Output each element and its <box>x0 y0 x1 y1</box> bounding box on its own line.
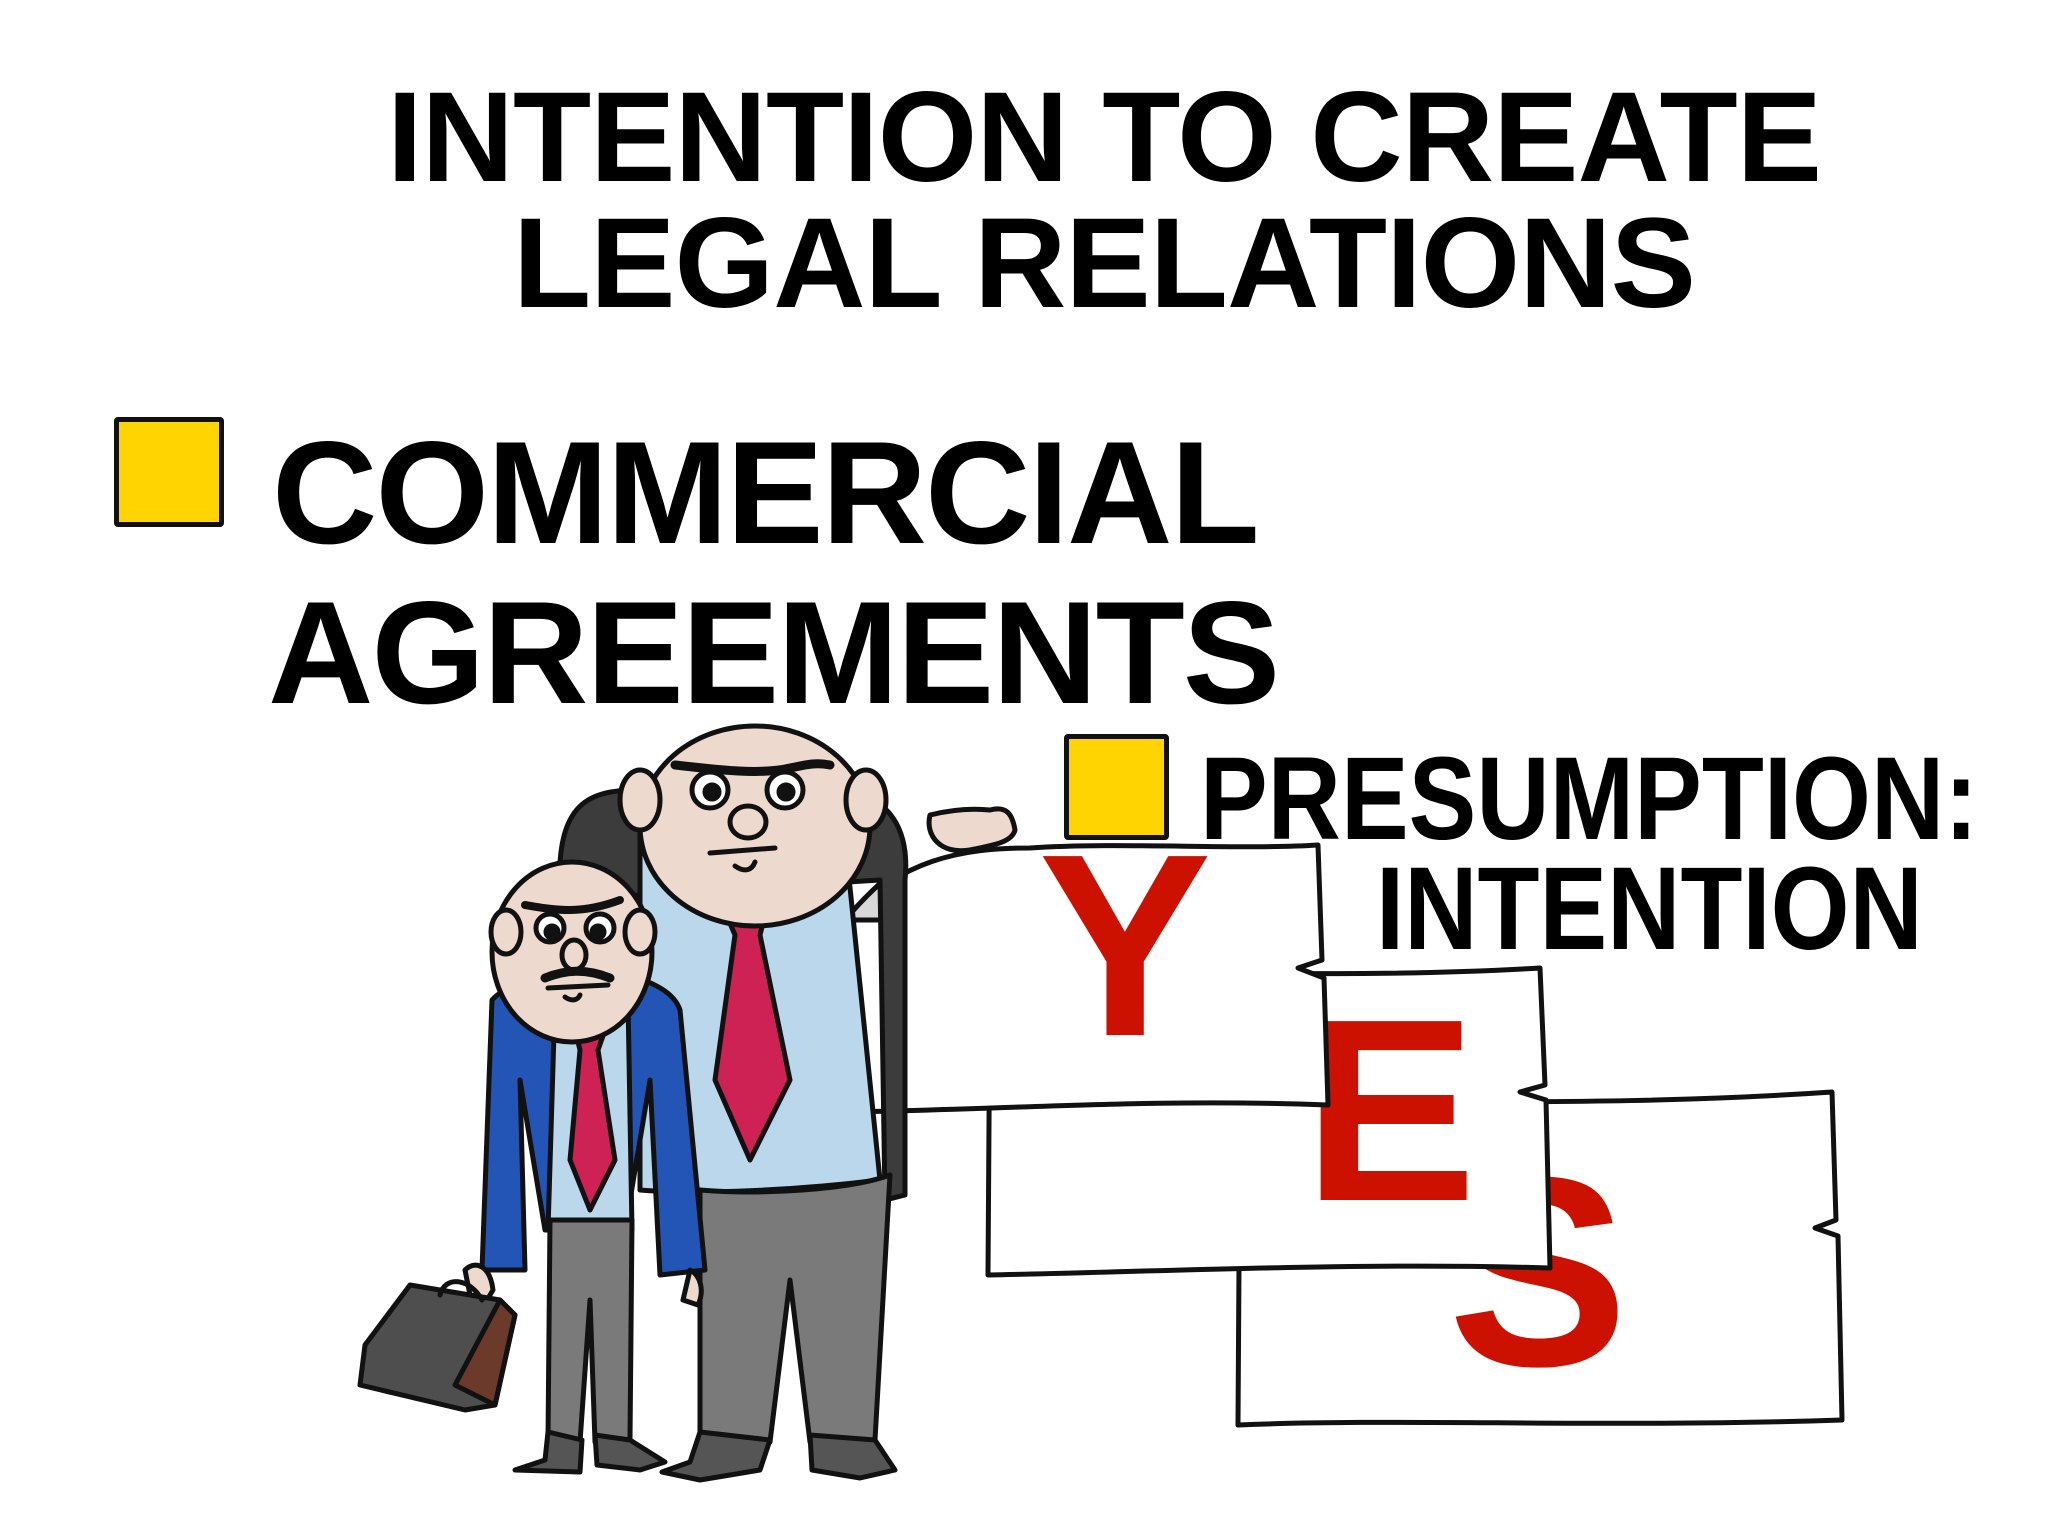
bullet-2-line-2: INTENTION <box>1376 843 1923 975</box>
slide-title-line-2: LEGAL RELATIONS <box>512 192 1696 335</box>
bullet-marker-square <box>114 417 224 527</box>
bullet-2-line-1: PRESUMPTION: <box>1200 733 1979 865</box>
small-businessman <box>462 859 708 1475</box>
sub-bullet-marker-square <box>1064 734 1169 840</box>
sign-e: E <box>985 965 1553 1278</box>
sign-y: Y <box>842 801 1331 1115</box>
bullet-1-line-1: COMMERCIAL <box>272 411 1260 574</box>
briefcase <box>357 1279 518 1413</box>
sign-letter-e: E <box>1303 966 1476 1256</box>
slide-title-line-1: INTENTION TO CREATE <box>386 66 1822 209</box>
big-businessman <box>557 723 1018 1483</box>
bullet-1-line-2: AGREEMENTS <box>268 571 1280 734</box>
sign-letter-y: Y <box>1038 801 1211 1091</box>
